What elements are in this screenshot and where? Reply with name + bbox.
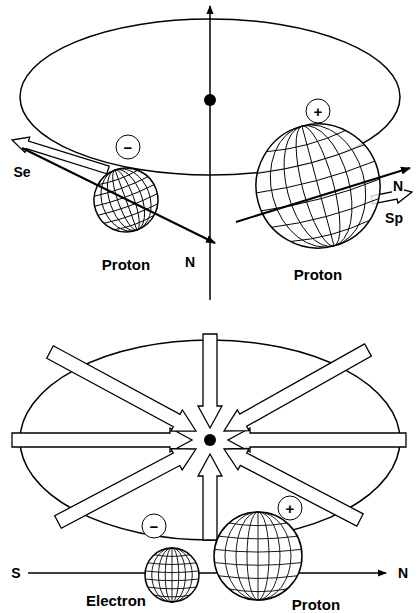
pole-label: S [10,566,21,580]
pole-label: N [397,566,409,580]
particle-name: Proton [292,596,340,613]
sphere-outline [256,124,380,248]
force-arrow [47,346,196,431]
force-arrow [198,454,222,540]
force-arrow [55,449,196,529]
particle-name: Proton [102,256,150,273]
sphere-outline [94,168,158,232]
spin-label: Se [12,165,31,179]
axis-arrow [209,6,211,300]
force-arrow [198,334,222,428]
force-arrow [224,344,371,431]
particle-sphere: −Proton [94,168,158,232]
force-arrow [228,428,406,452]
particle-name: Proton [294,266,342,283]
pole-label: N [392,179,404,193]
charge-sign: − [116,135,141,160]
particle-sphere: +Proton [256,124,380,248]
charge-sign: − [142,514,167,539]
particle-sphere: +Proton [214,512,302,600]
particle-name: Electron [86,592,146,609]
charge-sign: + [306,99,331,124]
center-dot [204,434,216,446]
sphere-outline [214,512,302,600]
pole-label: N [184,255,196,269]
force-arrow [12,428,192,452]
spin-axis [22,148,215,243]
charge-sign: + [278,496,303,521]
spin-label: Sp [384,211,404,225]
sphere-outline [145,548,199,602]
axis-arrow [28,572,386,574]
center-dot [204,94,216,106]
particle-sphere: −Electron [145,548,199,602]
